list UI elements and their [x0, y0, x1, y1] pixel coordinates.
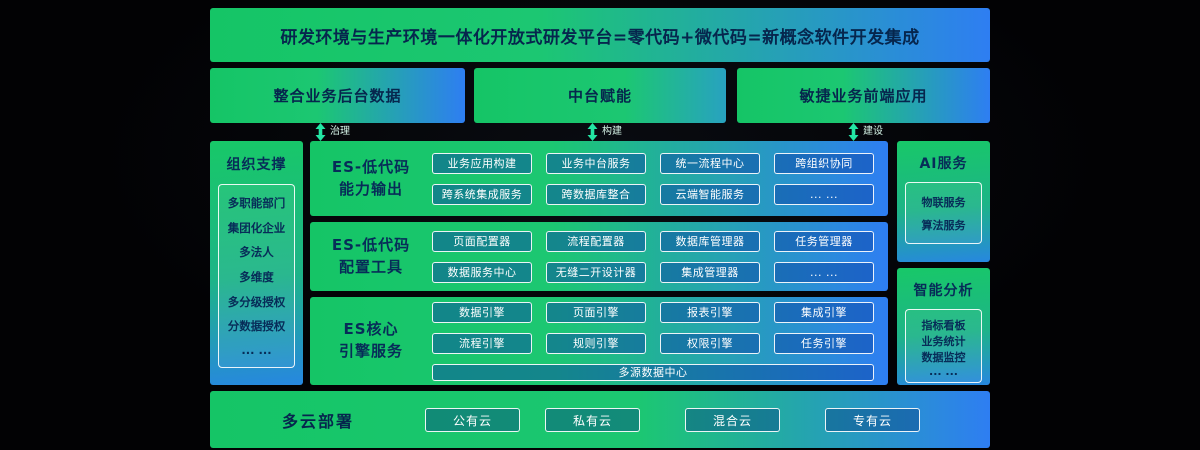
multi-cloud-bar: 多云部署 公有云 私有云 混合云 专有云 — [210, 391, 990, 448]
connector-governance: 治理 — [315, 122, 350, 141]
core-engine-chips: 数据引擎 页面引擎 报表引擎 集成引擎 流程引擎 规则引擎 权限引擎 任务引擎 … — [432, 301, 888, 381]
org-support-item: 多维度 — [239, 269, 274, 284]
side-item: ... ... — [929, 365, 958, 378]
cloud-chip-private: 私有云 — [545, 408, 640, 432]
box-frontend-apps: 敏捷业务前端应用 — [737, 68, 990, 123]
banner: 研发环境与生产环境一体化开放式研发平台=零代码+微代码=新概念软件开发集成 — [210, 8, 990, 62]
smart-analysis-panel: 智能分析 指标看板 业务统计 数据监控 ... ... — [897, 268, 990, 385]
item-chip: 统一流程中心 — [660, 152, 760, 174]
side-item: 数据监控 — [921, 351, 966, 364]
capability-output-chips: 业务应用构建 业务中台服务 统一流程中心 跨组织协同 跨系统集成服务 跨数据库整… — [432, 152, 888, 205]
cloud-chip-hybrid: 混合云 — [685, 408, 780, 432]
config-tools-chips: 页面配置器 流程配置器 数据库管理器 任务管理器 数据服务中心 无缝二开设计器 … — [432, 230, 888, 283]
item-chip: 跨组织协同 — [774, 152, 874, 174]
item-chip: 流程引擎 — [432, 332, 532, 354]
item-chip: 任务引擎 — [774, 332, 874, 354]
ai-services-panel: AI服务 物联服务 算法服务 — [897, 141, 990, 262]
box-frontend-apps-label: 敏捷业务前端应用 — [799, 87, 928, 105]
item-chip: 页面引擎 — [546, 301, 646, 323]
cloud-chip-dedicated: 专有云 — [825, 408, 920, 432]
banner-title: 研发环境与生产环境一体化开放式研发平台=零代码+微代码=新概念软件开发集成 — [280, 27, 920, 48]
item-chip: 云端智能服务 — [660, 183, 760, 205]
smart-analysis-list: 指标看板 业务统计 数据监控 ... ... — [905, 309, 982, 383]
item-chip: 集成管理器 — [660, 261, 760, 283]
item-chip: 集成引擎 — [774, 301, 874, 323]
capability-output-title: ES-低代码 能力输出 — [331, 157, 411, 198]
item-chip: 跨数据库整合 — [546, 183, 646, 205]
item-chip: 数据库管理器 — [660, 230, 760, 252]
item-chip: 跨系统集成服务 — [432, 183, 532, 205]
ai-services-title: AI服务 — [919, 156, 968, 172]
connector-construction: 建设 — [848, 122, 883, 141]
org-support-item: 集团化企业 — [227, 220, 286, 235]
double-arrow-icon — [315, 122, 326, 141]
side-item: 算法服务 — [921, 218, 966, 232]
double-arrow-icon — [587, 122, 598, 141]
connector-build-label: 构建 — [602, 125, 622, 137]
cloud-chip-public: 公有云 — [425, 408, 520, 432]
box-backend-data-label: 整合业务后台数据 — [273, 87, 402, 105]
org-support-item: 多职能部门 — [227, 196, 286, 211]
item-chip: 流程配置器 — [546, 230, 646, 252]
item-chip: ... ... — [774, 261, 874, 283]
item-chip: 数据服务中心 — [432, 261, 532, 283]
item-chip: 无缝二开设计器 — [546, 261, 646, 283]
org-support-item: 分数据授权 — [227, 319, 286, 334]
box-middle-platform: 中台赋能 — [474, 68, 726, 123]
side-item: 业务统计 — [921, 335, 966, 348]
connector-governance-label: 治理 — [330, 125, 350, 137]
item-chip: 页面配置器 — [432, 230, 532, 252]
core-engine-title: ES核心 引擎服务 — [338, 320, 403, 360]
item-chip: 数据引擎 — [432, 301, 532, 323]
config-tools-title: ES-低代码 配置工具 — [331, 235, 411, 276]
org-support-list: 多职能部门 集团化企业 多法人 多维度 多分级授权 分数据授权 ... ... — [218, 184, 295, 368]
smart-analysis-title: 智能分析 — [913, 283, 974, 299]
org-support-item: ... ... — [241, 342, 272, 357]
connector-construction-label: 建设 — [863, 125, 883, 137]
org-support-item: 多法人 — [239, 245, 274, 260]
item-chip: 业务应用构建 — [432, 152, 532, 174]
box-backend-data: 整合业务后台数据 — [210, 68, 465, 123]
org-support-item: 多分级授权 — [227, 294, 286, 309]
item-chip: ... ... — [774, 183, 874, 205]
item-chip: 权限引擎 — [660, 332, 760, 354]
config-tools-row: ES-低代码 配置工具 页面配置器 流程配置器 数据库管理器 任务管理器 数据服… — [310, 222, 888, 291]
capability-output-row: ES-低代码 能力输出 业务应用构建 业务中台服务 统一流程中心 跨组织协同 跨… — [310, 141, 888, 216]
side-item: 指标看板 — [921, 319, 966, 332]
org-support-panel: 组织支撑 多职能部门 集团化企业 多法人 多维度 多分级授权 分数据授权 ...… — [210, 141, 303, 385]
item-chip: 报表引擎 — [660, 301, 760, 323]
side-item: 物联服务 — [921, 195, 966, 209]
double-arrow-icon — [848, 122, 859, 141]
item-chip: 业务中台服务 — [546, 152, 646, 174]
item-chip: 规则引擎 — [546, 332, 646, 354]
multi-cloud-title: 多云部署 — [282, 411, 355, 431]
org-support-title: 组织支撑 — [226, 157, 287, 173]
connector-build: 构建 — [587, 122, 622, 141]
item-chip: 任务管理器 — [774, 230, 874, 252]
multi-source-data-center-chip: 多源数据中心 — [432, 363, 874, 381]
ai-services-list: 物联服务 算法服务 — [905, 182, 982, 244]
box-middle-platform-label: 中台赋能 — [567, 87, 632, 105]
core-engine-row: ES核心 引擎服务 数据引擎 页面引擎 报表引擎 集成引擎 流程引擎 规则引擎 … — [310, 297, 888, 385]
